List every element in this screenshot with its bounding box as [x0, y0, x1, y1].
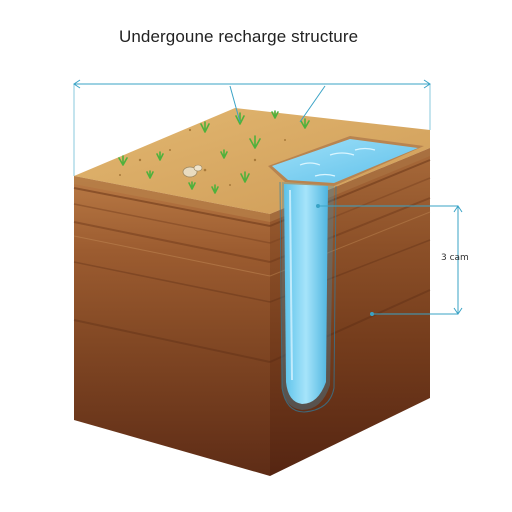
- recharge-shaft: [279, 181, 337, 413]
- water-pool: [268, 136, 424, 186]
- grass-tufts: [118, 110, 310, 194]
- diagram-title: Undergoune recharge structure: [119, 27, 359, 46]
- soil-block-front-face: [73, 176, 271, 476]
- depth-dimension-label: 3 cam: [441, 253, 469, 263]
- stones: [182, 164, 203, 178]
- annotation-lines: [73, 79, 463, 316]
